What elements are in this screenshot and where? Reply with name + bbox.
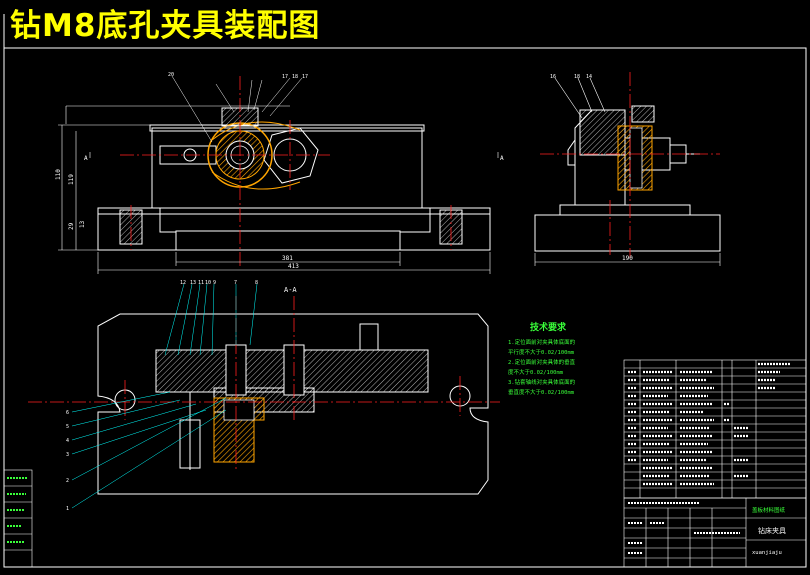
tech-req-line: 平行度不大于0.02/100mm: [508, 348, 575, 356]
section-view-leaders: [71, 283, 258, 509]
part-number: 18: [574, 74, 580, 80]
side-view-dimensions: [534, 77, 721, 266]
part-number: 3: [66, 452, 69, 458]
view-mark-a-right: A: [500, 155, 504, 162]
section-view-text: A-A 12 13 11 10 9 7 8 6 5 4 3 2 1: [66, 280, 297, 512]
front-view-dimensions: [58, 105, 499, 274]
part-number: 17: [302, 74, 308, 80]
side-view-centerlines: [540, 72, 720, 258]
part-number: 11: [198, 280, 204, 286]
dim-height-mid: 119: [68, 174, 75, 185]
dim-height-total: 110: [55, 169, 62, 180]
front-view: [97, 124, 491, 251]
part-number: 14: [586, 74, 592, 80]
section-label: A-A: [284, 286, 297, 294]
drawing-frame: [3, 14, 807, 568]
front-view-leaders: [171, 75, 303, 143]
technical-requirements: 技术要求 1.定位面前对夹具体底面的 平行度不大于0.02/100mm 2.定位…: [508, 321, 576, 396]
front-view-clamp-part: [207, 107, 301, 190]
dim-small-1: 29: [68, 222, 75, 230]
part-number: 16: [550, 74, 556, 80]
tech-req-line: 2.定位面前对夹具体的垂直: [508, 358, 576, 366]
title-block-designer-tag: xuanjiaju: [752, 550, 782, 556]
part-number: 8: [255, 280, 258, 286]
part-number: 4: [66, 438, 69, 444]
tech-req-title: 技术要求: [530, 321, 567, 333]
title-block: [623, 497, 807, 568]
tech-req-line: 度不大于0.02/100mm: [508, 368, 564, 376]
front-view-centerlines: [120, 76, 452, 268]
tech-req-line: 3.钻套轴线对夹具体底面的: [508, 378, 576, 386]
part-number: 7: [234, 280, 237, 286]
drawing-title: 钻M8底孔夹具装配图: [10, 8, 321, 44]
revision-strip-marks: [7, 477, 28, 543]
dim-depth: 190: [622, 255, 633, 262]
part-number: 1: [66, 506, 69, 512]
part-number: 17: [282, 74, 288, 80]
part-number: 12: [180, 280, 186, 286]
title-block-marks: [628, 502, 740, 554]
title-block-text: 盖板材料图纸 钻床夹具 xuanjiaju: [752, 506, 786, 556]
section-view: [97, 313, 489, 495]
revision-strip: [3, 469, 33, 568]
section-view-hatched-part: [213, 397, 265, 463]
dim-small-2: 13: [79, 220, 86, 228]
part-number: 18: [292, 74, 298, 80]
front-view-part-numbers: 20 17 18 17: [168, 72, 308, 80]
side-view-text: 190 16 18 14: [550, 74, 633, 262]
dim-width-inner: 381: [282, 255, 293, 262]
part-number: 6: [66, 410, 69, 416]
part-number: 13: [190, 280, 196, 286]
title-block-header: 盖板材料图纸: [752, 506, 786, 514]
tech-req-line: 垂直度不大于0.02/100mm: [508, 388, 575, 396]
parts-list-entries: [628, 362, 790, 486]
part-number: 2: [66, 478, 69, 484]
front-view-dimension-text: 381 413 110 119 29 13 A A: [55, 155, 504, 270]
parts-list: [623, 359, 807, 499]
view-mark-a-left: A: [84, 155, 88, 162]
title-block-drawing-name: 钻床夹具: [758, 526, 786, 535]
tech-req-line: 1.定位面前对夹具体底面的: [508, 338, 576, 346]
part-number: 9: [213, 280, 216, 286]
part-number: 20: [168, 72, 174, 78]
part-number: 10: [205, 280, 211, 286]
dim-width-total: 413: [288, 263, 299, 270]
side-view-hatched-part: [617, 125, 653, 191]
part-number: 5: [66, 424, 69, 430]
